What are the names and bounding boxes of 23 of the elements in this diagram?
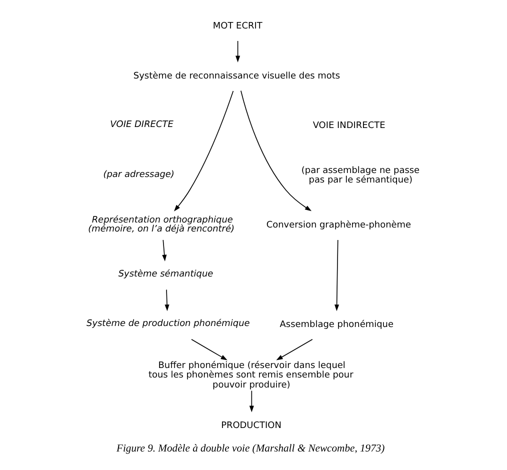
- arrow: [174, 90, 234, 212]
- arrow: [162, 240, 167, 262]
- label: VOIE DIRECTE: [110, 120, 174, 130]
- node-text: Représentation orthographique (mémoire, on l’a déjà rencontré): [88, 216, 235, 235]
- arrow: [276, 339, 313, 360]
- arrow: [249, 390, 254, 412]
- label: (par assemblage ne passe pas par le sémantique): [301, 166, 420, 186]
- label: VOIE INDIRECTE: [312, 121, 386, 132]
- node-text: Système de production phonémique: [86, 319, 250, 330]
- node-text: Buffer phonémique (réservoir dans lequel tous les phonèmes sont remis ensemble pour pouvoir produire): [148, 360, 354, 390]
- arrow: [236, 40, 240, 62]
- arrow: [240, 90, 312, 212]
- node-text: PRODUCTION: [221, 421, 282, 432]
- node-text: Système sémantique: [118, 269, 214, 280]
- node-text: Système de reconnaissance visuelle des mots: [133, 71, 340, 82]
- arrow: [334, 240, 340, 312]
- arrow: [191, 339, 228, 360]
- caption: Figure 9. Modèle à double voie (Marshall & Newcombe, 1973): [116, 443, 385, 454]
- node-text: Conversion graphème-phonème: [266, 220, 412, 230]
- arrow: [164, 289, 170, 312]
- label: (par adressage): [103, 170, 174, 180]
- node-text: Assemblage phonémique: [280, 320, 394, 330]
- node-text: MOT ECRIT: [212, 22, 262, 32]
